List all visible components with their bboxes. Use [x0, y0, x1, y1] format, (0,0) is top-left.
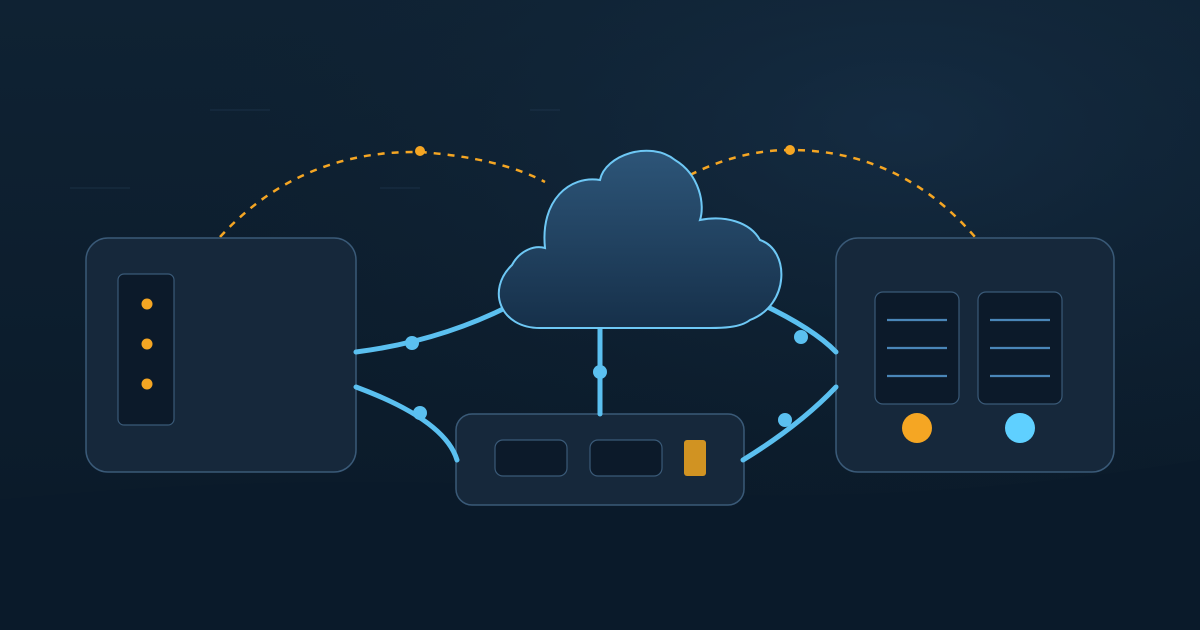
server-icon	[835, 237, 1115, 473]
background-streaks	[70, 109, 560, 189]
left-device-led-3	[141, 378, 153, 390]
left-dashed-arc	[219, 150, 546, 238]
cloud-icon	[497, 149, 783, 329]
background-hill	[0, 460, 1200, 630]
server-status-orange	[902, 413, 932, 443]
hub-port-2	[589, 439, 663, 477]
left-arc-node	[415, 146, 425, 156]
right-arc-node	[785, 145, 795, 155]
left-device-slot	[117, 273, 175, 426]
link-left-to-hub	[353, 384, 460, 463]
hub-port-1	[494, 439, 568, 477]
hub-indicator	[684, 440, 706, 476]
left-device-led-2	[141, 338, 153, 350]
left-device-led-1	[141, 298, 153, 310]
server-bay-lines	[887, 318, 1050, 378]
connection-nodes	[405, 330, 808, 427]
right-dashed-arc	[689, 148, 976, 238]
link-hub-to-right	[740, 384, 839, 463]
server-status-cyan	[1005, 413, 1035, 443]
router-icon	[455, 413, 745, 506]
device-icon	[85, 237, 357, 473]
